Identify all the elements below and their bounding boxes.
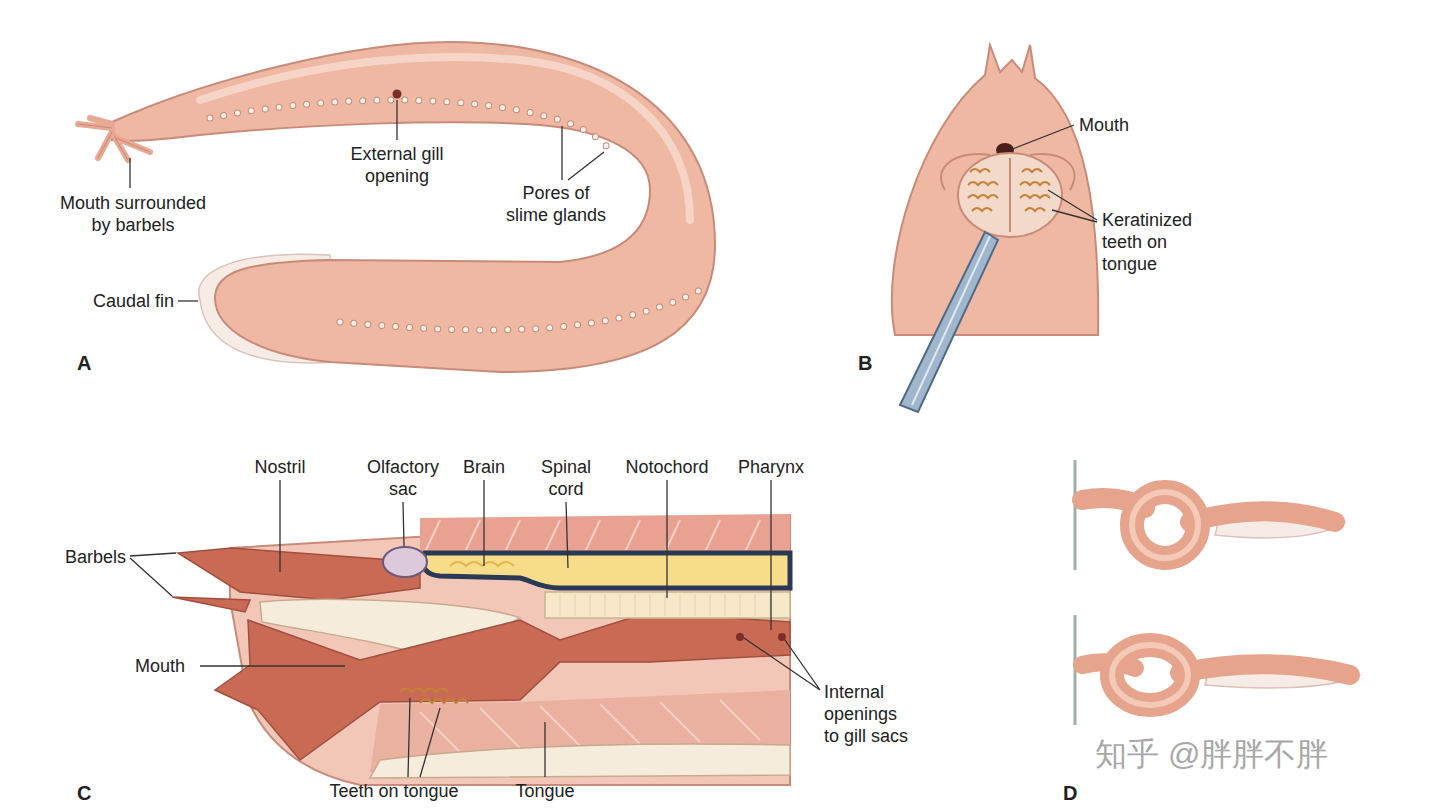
knotting-hagfish-d — [1075, 460, 1360, 725]
part-label: Barbels — [65, 546, 126, 568]
panel-letter: D — [1063, 782, 1077, 804]
part-label: External gill opening — [332, 143, 462, 187]
part-label: Mouth — [1079, 114, 1129, 136]
panel-letter: B — [858, 352, 872, 374]
hagfish-section-c — [172, 514, 790, 785]
panel-letter: C — [77, 782, 91, 804]
part-label: Keratinized teeth on tongue — [1102, 209, 1202, 275]
panel-letter: A — [77, 352, 91, 374]
watermark: 知乎 @胖胖不胖 — [1095, 735, 1328, 773]
part-label: Brain — [463, 456, 505, 478]
part-label: Tongue — [515, 780, 574, 802]
part-label: Teeth on tongue — [329, 780, 458, 802]
part-label: Notochord — [625, 456, 708, 478]
leader-lines — [130, 100, 1097, 777]
part-label: Mouth — [135, 655, 185, 677]
part-label: Pores of slime glands — [500, 182, 612, 226]
part-label: Spinal cord — [531, 456, 601, 500]
part-label: Pharynx — [738, 456, 804, 478]
part-label: Caudal fin — [93, 290, 174, 312]
part-label: Mouth surrounded by barbels — [54, 192, 212, 236]
part-label: Olfactory sac — [358, 456, 448, 500]
hagfish-head-b — [892, 45, 1098, 412]
part-label: Internal openings to gill sacs — [824, 681, 914, 747]
part-label: Nostril — [254, 456, 305, 478]
